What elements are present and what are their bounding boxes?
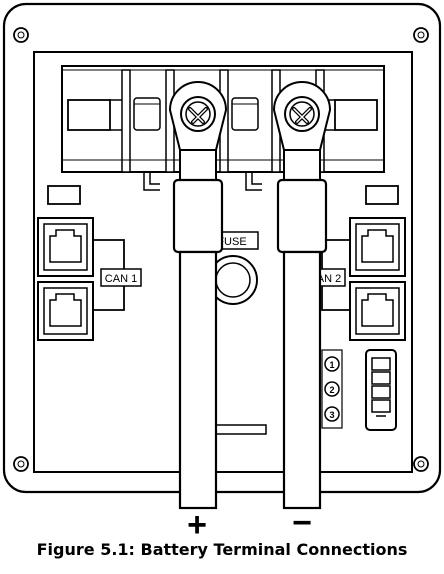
positive-cable (172, 178, 224, 510)
rj45-port-icon (349, 217, 406, 277)
three-pin-connector (365, 349, 397, 431)
mounting-hole-icon (413, 456, 429, 472)
rj45-port-icon (37, 217, 94, 277)
terminal-clip (245, 172, 262, 191)
pin-number-badges: 1 2 3 (321, 349, 343, 429)
rj45-port-icon (37, 281, 94, 341)
indicator-window-left (47, 185, 81, 205)
can1-label: CAN 1 (105, 273, 137, 285)
mounting-hole-icon (413, 27, 429, 43)
pin-3-label: 3 (329, 410, 334, 420)
can1-label-box: CAN 1 (100, 268, 142, 287)
mounting-hole-icon (13, 456, 29, 472)
figure-caption: Figure 5.1: Battery Terminal Connections (36, 540, 408, 559)
pin-1-label: 1 (329, 360, 334, 370)
rj45-port-icon (349, 281, 406, 341)
mounting-hole-icon (13, 27, 29, 43)
screw-cross-icon (180, 96, 216, 132)
fuse-label: FUSE (217, 236, 246, 248)
screw-cross-icon (284, 96, 320, 132)
mounting-bar (211, 424, 267, 435)
can1-bracket (93, 239, 125, 311)
pin-2-label: 2 (329, 385, 334, 395)
negative-cable (276, 178, 328, 510)
indicator-window-right (365, 185, 399, 205)
positive-label: + (187, 506, 207, 544)
terminal-clip (143, 172, 160, 191)
negative-label: − (292, 504, 312, 542)
